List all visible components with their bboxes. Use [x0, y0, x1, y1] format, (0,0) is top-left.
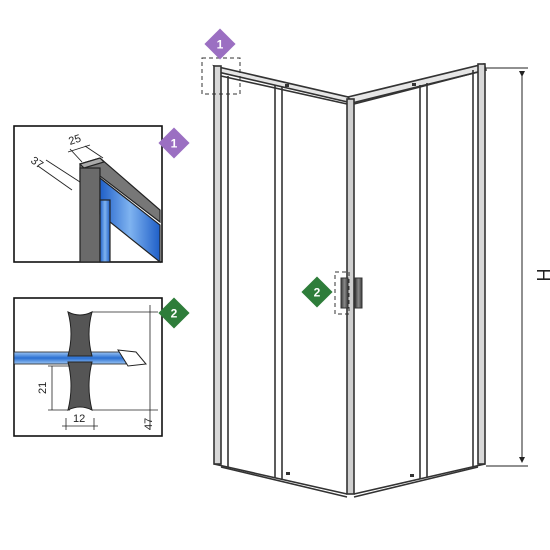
detail2-dim-offset: 21: [37, 382, 49, 394]
svg-text:2: 2: [314, 286, 321, 300]
detail1-dim-width: 25: [67, 133, 82, 148]
callout-box-1: [201, 57, 241, 95]
svg-text:1: 1: [217, 38, 224, 52]
height-label: H: [533, 269, 550, 282]
top-rail-right: [346, 63, 488, 104]
bottom-rail-right-2: [353, 466, 479, 498]
callout-box-2: [334, 271, 350, 315]
main-badge-2: 2: [301, 276, 333, 308]
detail2-badge: 2: [158, 297, 190, 329]
main-handle: [340, 277, 363, 309]
detail-1: 25 37: [13, 125, 163, 264]
left-post: [213, 65, 222, 465]
svg-text:2: 2: [171, 307, 178, 321]
frame-marks: [285, 83, 416, 477]
svg-text:1: 1: [171, 137, 178, 151]
detail1-badge: 1: [158, 127, 190, 159]
right-post: [477, 63, 486, 465]
bottom-rail-left-2: [220, 466, 348, 498]
detail1-dim-depth: 37: [28, 155, 45, 172]
height-dimension: [486, 67, 528, 467]
bottom-rail-left: [213, 463, 348, 495]
detail2-dim-height: 47: [143, 418, 155, 430]
shower-enclosure: [212, 63, 488, 498]
detail2-dim-grip: 12: [73, 413, 85, 425]
top-rail-left: [212, 64, 354, 105]
detail-2: 21 12 47: [13, 297, 163, 437]
main-badge-1: 1: [204, 28, 236, 60]
